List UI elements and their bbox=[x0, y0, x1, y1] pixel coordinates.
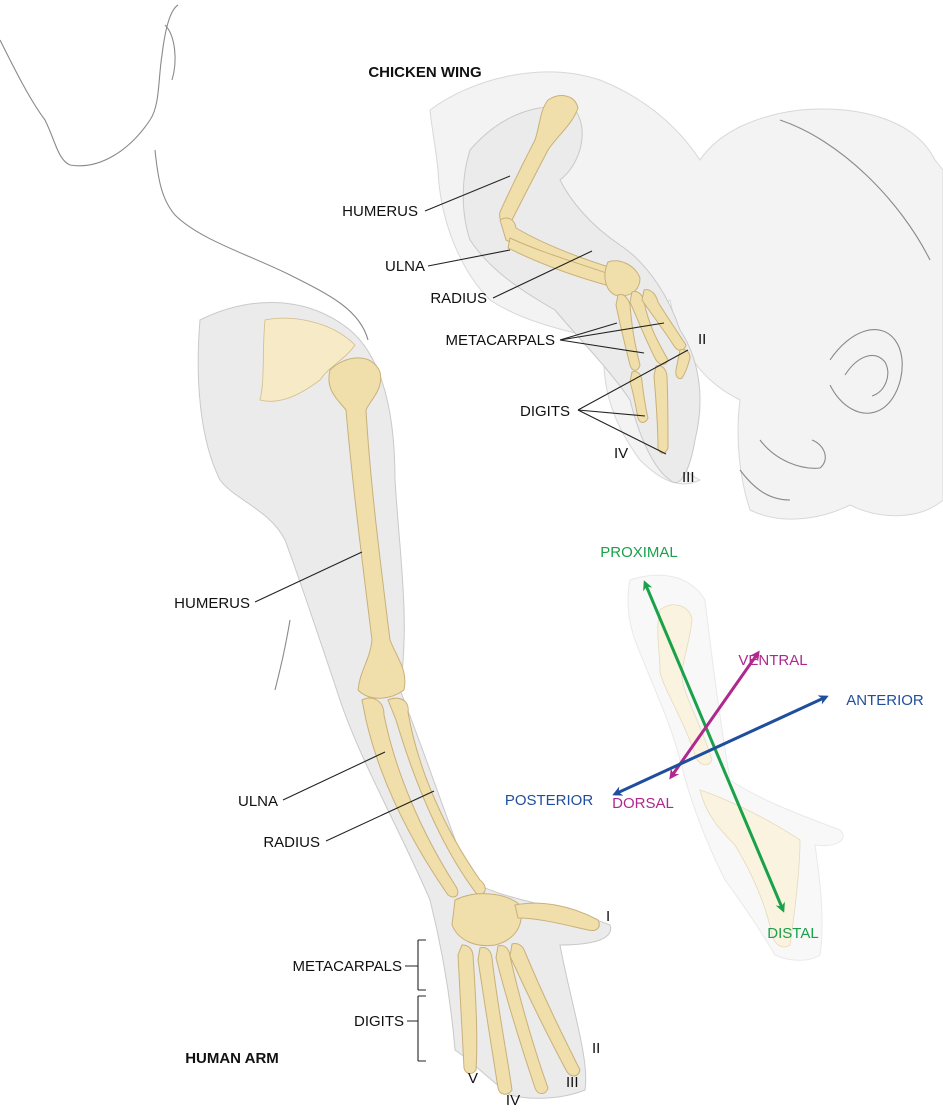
chicken-metacarpals-label: METACARPALS bbox=[446, 332, 555, 349]
human-digit-i-label: I bbox=[606, 908, 610, 925]
chicken-radius-label: RADIUS bbox=[430, 290, 487, 307]
chicken-wing-title: CHICKEN WING bbox=[368, 64, 481, 81]
human-ulna-label: ULNA bbox=[238, 793, 278, 810]
human-digit-iii-label: III bbox=[566, 1074, 579, 1091]
human-metacarpals-label: METACARPALS bbox=[293, 958, 402, 975]
posterior-label: POSTERIOR bbox=[505, 792, 594, 809]
human-digit-v-label: V bbox=[468, 1070, 478, 1087]
proximal-distal-axis bbox=[645, 583, 783, 910]
human-humerus-label: HUMERUS bbox=[174, 595, 250, 612]
anterior-label: ANTERIOR bbox=[846, 692, 924, 709]
chicken-ulna-label: ULNA bbox=[385, 258, 425, 275]
human-digit-ii-label: II bbox=[592, 1040, 600, 1057]
human-digit-iv-label: IV bbox=[506, 1092, 520, 1109]
human-arm-title: HUMAN ARM bbox=[185, 1050, 279, 1067]
orientation-reference-arm bbox=[628, 575, 843, 960]
distal-label: DISTAL bbox=[767, 925, 818, 942]
human-radius-label: RADIUS bbox=[263, 834, 320, 851]
chicken-digits-label: DIGITS bbox=[520, 403, 570, 420]
human-carpals bbox=[452, 894, 521, 946]
ventral-label: VENTRAL bbox=[738, 652, 807, 669]
proximal-label: PROXIMAL bbox=[600, 544, 678, 561]
dorsal-label: DORSAL bbox=[612, 795, 674, 812]
human-digits-label: DIGITS bbox=[354, 1013, 404, 1030]
chicken-digit-iii-label: III bbox=[682, 469, 695, 486]
chicken-digit-iv-label: IV bbox=[614, 445, 628, 462]
chicken-digit-ii-label: II bbox=[698, 331, 706, 348]
chicken-humerus-label: HUMERUS bbox=[342, 203, 418, 220]
